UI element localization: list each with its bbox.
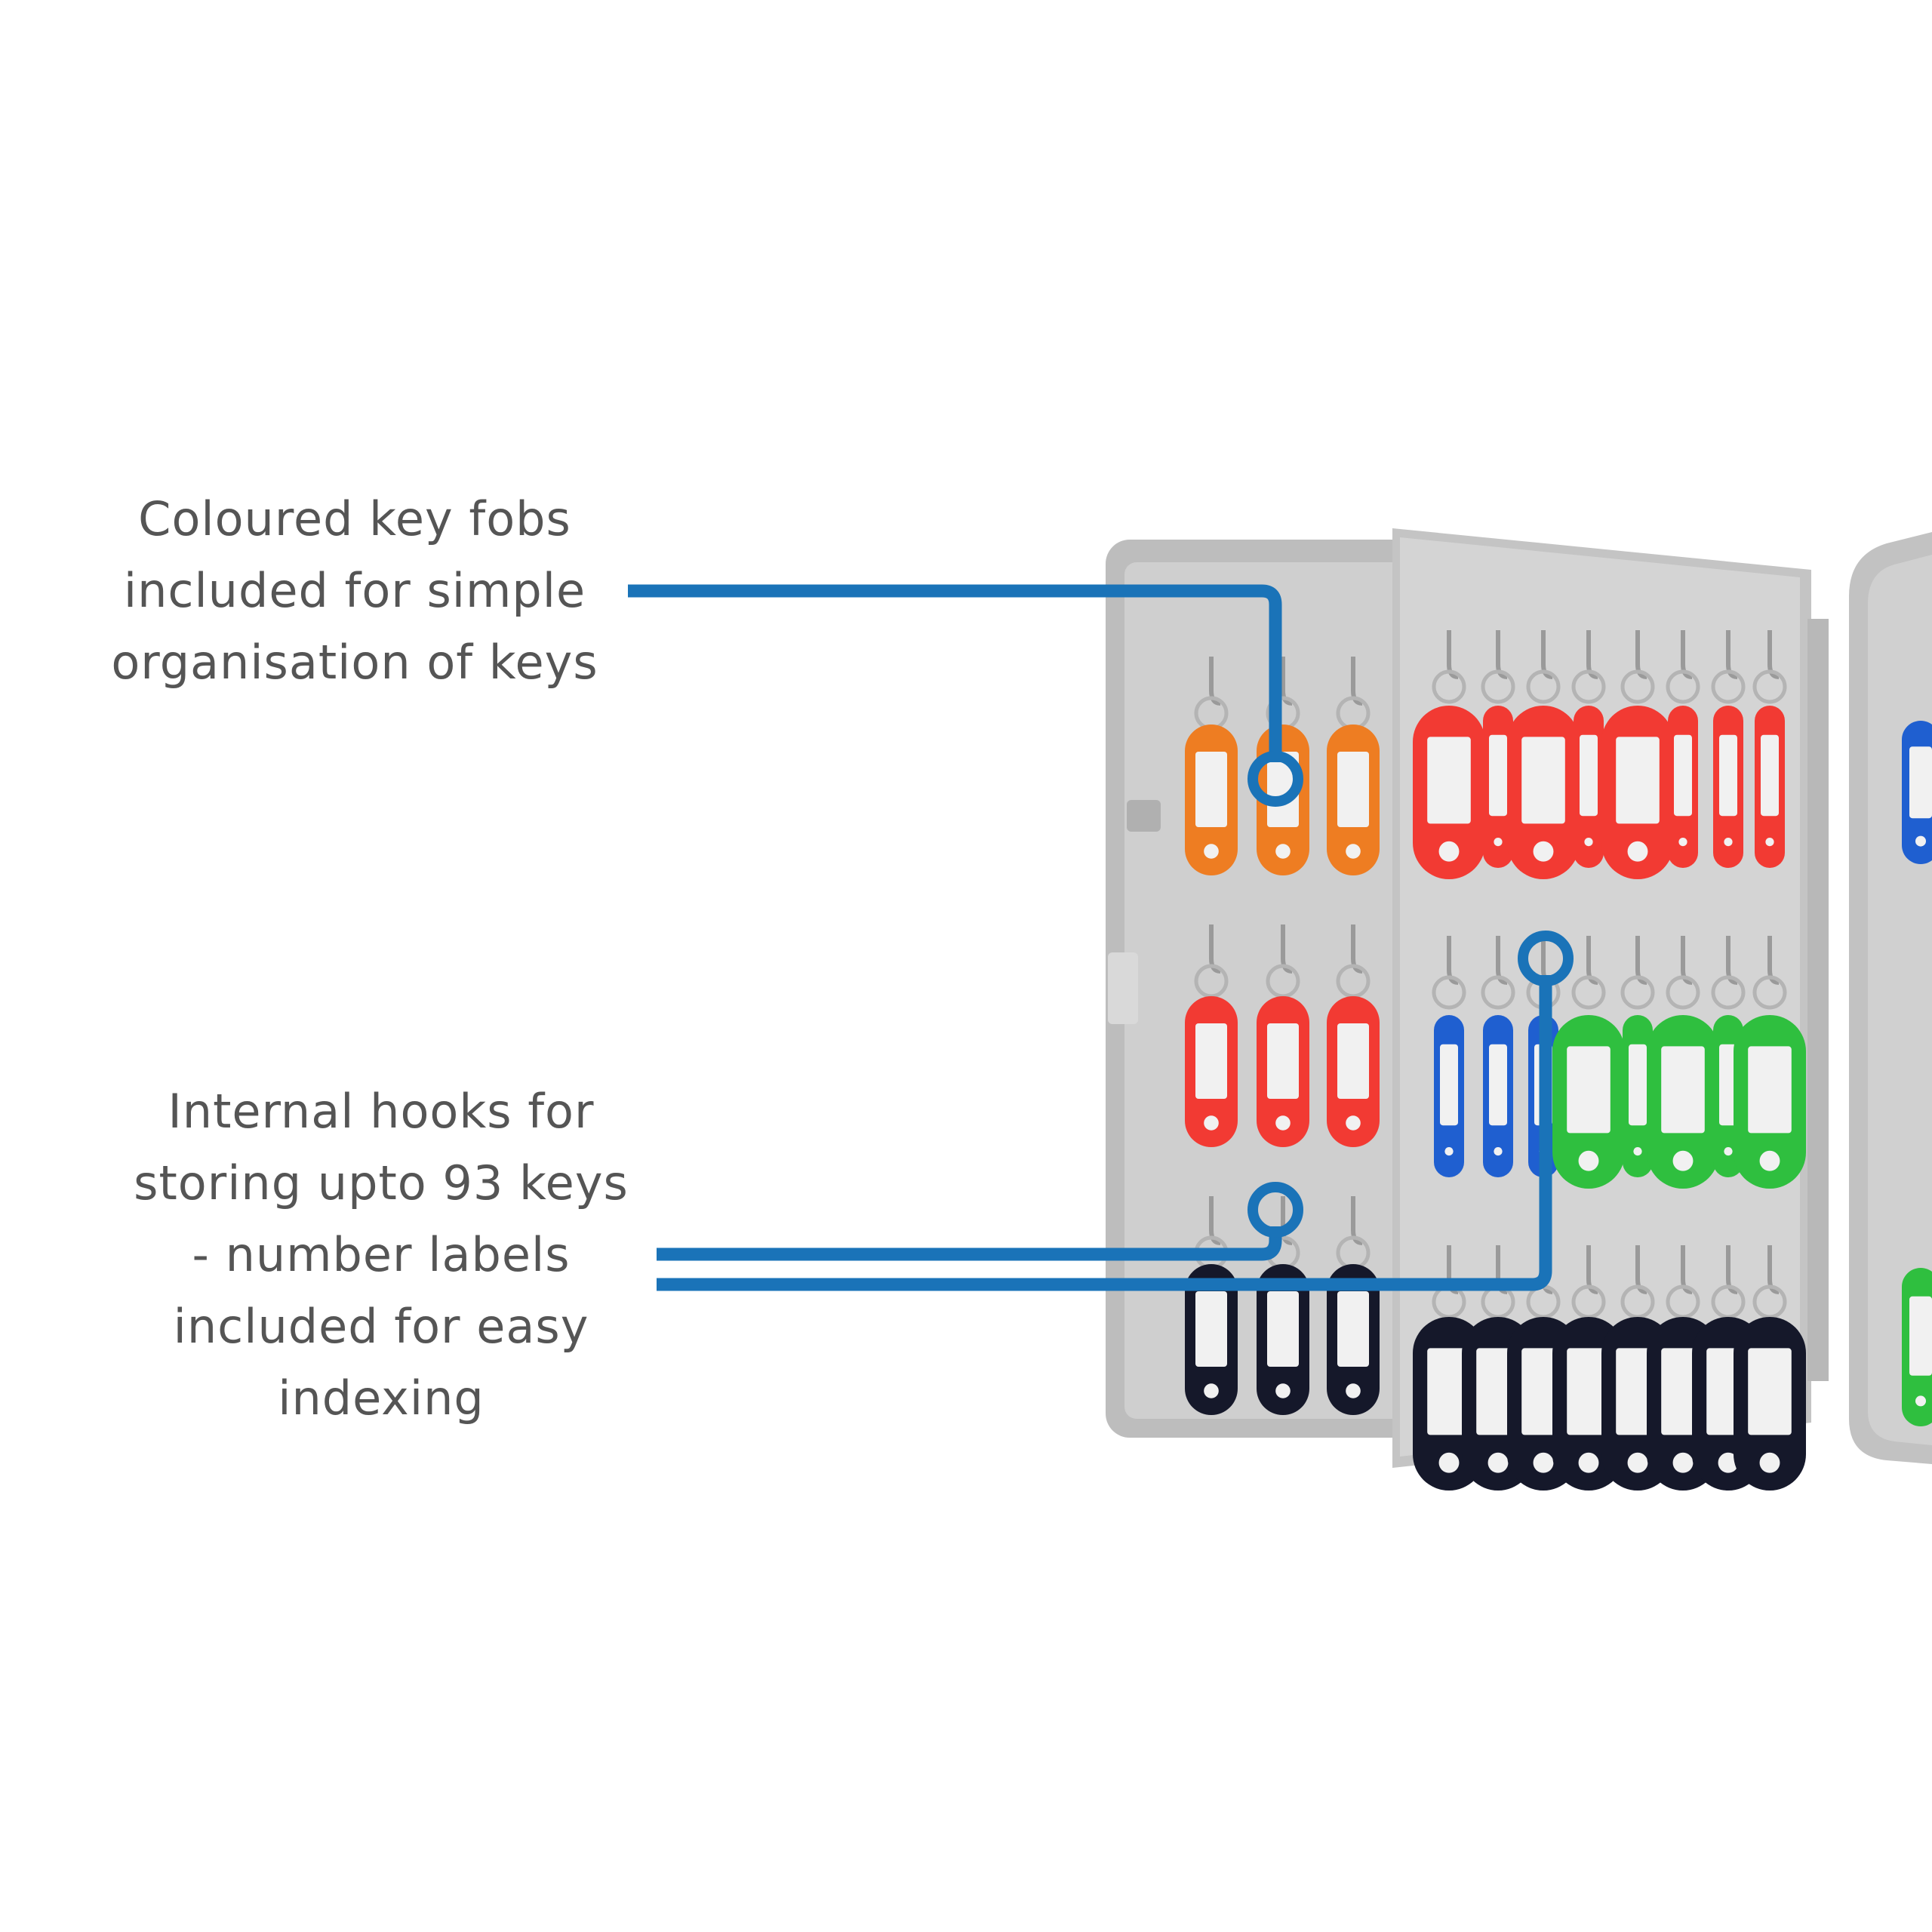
callout-hooks-line-4: included for easy [173,1299,589,1354]
key-ring [1620,669,1655,704]
leader-marker-hooks-left [1247,1182,1303,1238]
cabinet-hinge [1807,619,1829,1381]
callout-hooks-line-3: - number labels [192,1227,571,1282]
key-fob [1483,706,1513,868]
key-ring [1620,975,1655,1010]
key-fob [1601,706,1674,879]
key-fob [1257,1264,1309,1415]
key-ring [1481,975,1515,1010]
key-fob [1623,1015,1653,1177]
key-ring [1711,669,1746,704]
key-fob [1185,996,1238,1147]
cabinet-latch [1108,952,1138,1024]
cabinet-latch [1127,800,1161,832]
key-ring [1432,669,1466,704]
key-ring [1571,669,1606,704]
key-ring [1666,975,1700,1010]
key-fob [1185,1264,1238,1415]
key-ring [1711,975,1746,1010]
leader-lines [628,584,1574,1291]
key-ring [1481,669,1515,704]
leader-line-hooks-right [657,975,1552,1291]
key-fob [1902,1268,1932,1426]
callout-key-fobs-line-1: Coloured key fobs [138,491,571,546]
key-fob [1327,724,1380,875]
callout-key-fobs: Coloured key fobs included for simple or… [68,483,641,698]
leader-marker-hooks-right [1518,931,1574,986]
callout-hooks-line-1: Internal hooks for [168,1084,595,1139]
key-ring [1752,975,1787,1010]
key-fob [1647,1015,1719,1189]
key-fob [1327,996,1380,1147]
key-fob [1713,706,1743,868]
key-fob [1668,706,1698,868]
leader-marker-key-fobs [1247,751,1303,807]
key-fob [1507,706,1580,879]
key-fob [1327,1264,1380,1415]
callout-hooks-line-2: storing upto 93 keys [134,1155,629,1211]
callout-hooks-line-5: indexing [278,1371,485,1426]
key-ring [1526,669,1561,704]
key-ring [1571,975,1606,1010]
key-fob [1413,706,1485,879]
key-fob [1755,706,1785,868]
key-fob [1185,724,1238,875]
key-fob [1552,1015,1625,1189]
key-fob [1434,1015,1464,1177]
callout-internal-hooks: Internal hooks for storing upto 93 keys … [83,1075,679,1434]
callout-key-fobs-line-2: included for simple [123,563,586,618]
key-fob [1734,1015,1806,1189]
key-fob [1902,721,1932,864]
key-ring [1666,669,1700,704]
key-fob [1257,996,1309,1147]
leader-line-key-fobs [628,584,1282,762]
leader-line-hooks-left [657,1226,1282,1261]
callout-key-fobs-line-3: organisation of keys [111,635,598,690]
key-fob [1574,706,1604,868]
key-ring [1752,669,1787,704]
key-fob [1734,1317,1806,1491]
key-ring [1432,975,1466,1010]
key-fob [1483,1015,1513,1177]
